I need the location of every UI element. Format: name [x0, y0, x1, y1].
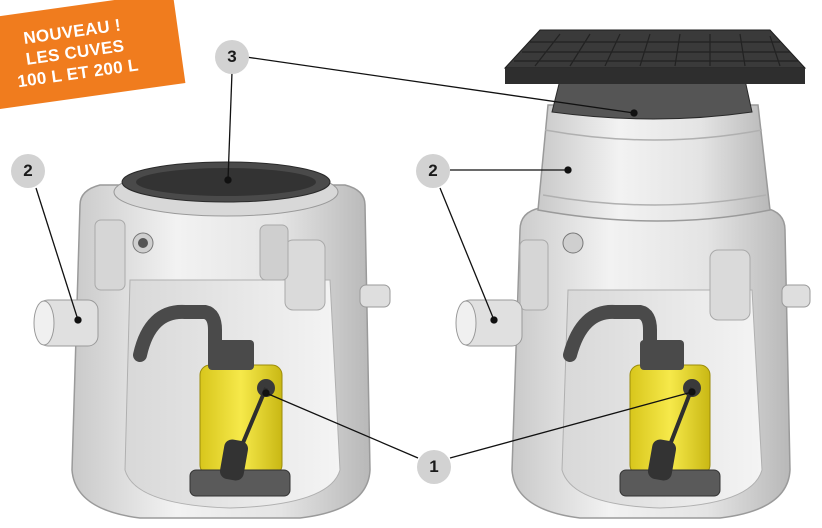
callout-2-left-label: 2 — [23, 161, 33, 180]
left-pump — [189, 340, 291, 497]
leader-lines — [35, 56, 696, 459]
callout-1-label: 1 — [429, 457, 439, 476]
callout-3: 3 — [215, 40, 249, 74]
left-discharge-hose — [133, 304, 222, 377]
right-outlet-stub — [781, 284, 811, 308]
right-cover-frame — [551, 79, 753, 120]
left-tank — [33, 161, 391, 519]
callout-2-right: 2 — [416, 154, 450, 188]
right-grate-cover — [503, 29, 807, 84]
right-inlet-pipe — [455, 299, 523, 347]
right-tank — [455, 29, 811, 519]
callout-2-left: 2 — [11, 154, 45, 188]
callout-3-label: 3 — [227, 47, 237, 66]
callout-1: 1 — [417, 450, 451, 484]
right-discharge-hose — [563, 304, 657, 377]
left-inlet-pipe — [33, 299, 99, 347]
right-riser — [537, 104, 771, 222]
left-outlet-stub — [359, 284, 391, 308]
callout-2-right-label: 2 — [428, 161, 438, 180]
